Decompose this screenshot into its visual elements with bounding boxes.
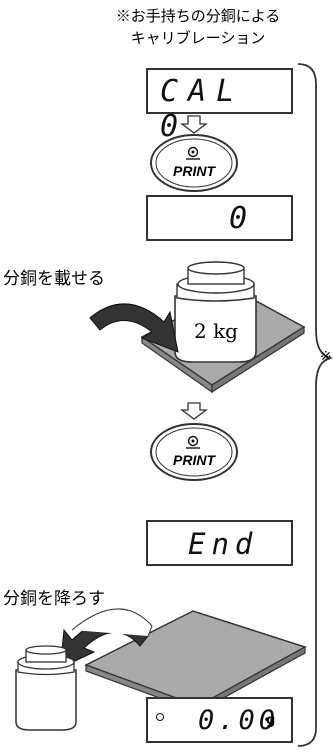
print-key-label-2[interactable]: PRINT [173, 452, 215, 468]
load-weight-instruction: 分銅を載せる [3, 269, 105, 289]
end-display: End [146, 520, 293, 566]
print-key-label-1[interactable]: PRINT [173, 163, 215, 179]
down-arrow-icon-2 [180, 402, 208, 420]
procedure-title-line1: ※お手持ちの分銅による [115, 7, 281, 25]
removed-weight-icon [15, 645, 77, 731]
cal-display-text: CAL 0 [160, 74, 245, 144]
curved-arrow-unload-icon [59, 608, 153, 669]
final-display-value: 0.00 [198, 705, 280, 736]
balance-pan-empty [84, 610, 307, 714]
procedure-title-line2: キャリブレーション [130, 29, 266, 47]
side-note-mark: ※ [320, 349, 332, 365]
curved-arrow-load-icon [89, 303, 179, 353]
zero-display-text: 0 [228, 201, 249, 236]
cal-display: CAL 0 [146, 68, 293, 144]
final-display-unit: g [266, 713, 276, 728]
down-arrow-icon-1 [180, 115, 208, 134]
zero-display: 0 [146, 195, 293, 241]
right-brace-icon [297, 63, 333, 747]
weight-2kg-icon [174, 261, 257, 363]
weight-label: 2 kg [193, 319, 238, 343]
print-key-icon-2 [150, 423, 238, 481]
print-key-icon-1 [150, 134, 238, 192]
end-display-text: End [188, 527, 259, 561]
final-display: 0.00 g [146, 697, 293, 743]
stable-indicator-icon [156, 713, 164, 721]
remove-weight-instruction: 分銅を降ろす [3, 589, 105, 609]
